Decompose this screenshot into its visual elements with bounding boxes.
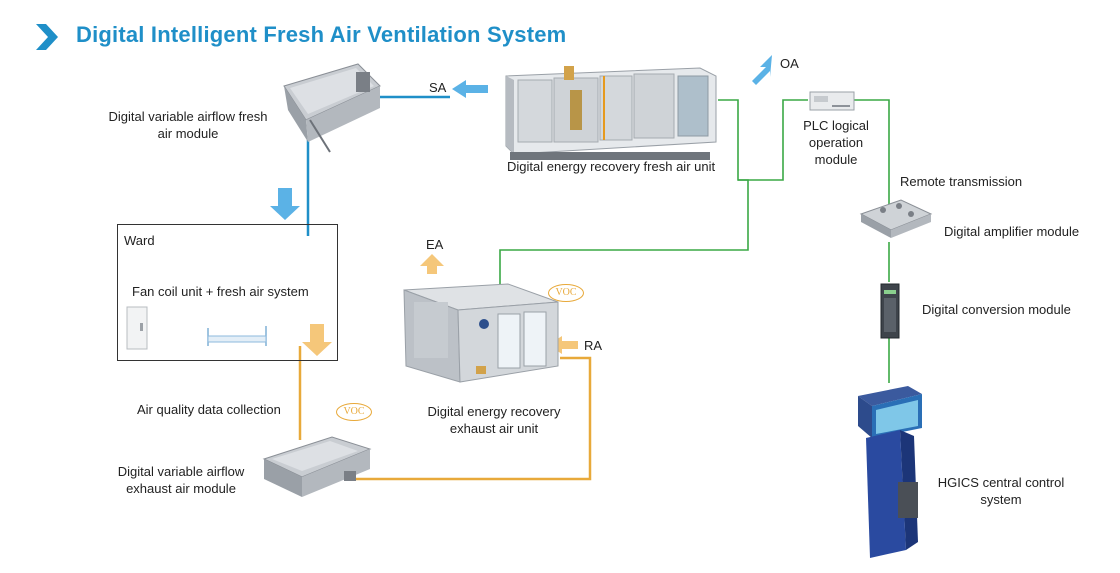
oa-arrow-icon (752, 55, 772, 85)
exhaust-air-unit-image (403, 283, 559, 383)
ward-exhaust-arrow-icon (302, 324, 332, 356)
voc-badge-exhaust-unit: VOC (548, 284, 584, 302)
amplifier-module-label: Digital amplifier module (944, 224, 1080, 239)
chevron-right-icon (36, 24, 58, 50)
plc-line1: PLC logical (803, 118, 869, 133)
signal-line-exhaust (499, 179, 749, 290)
air-quality-label: Air quality data collection (137, 402, 281, 417)
remote-transmission-label: Remote transmission (900, 174, 1023, 189)
exhaust-unit-line2: exhaust air unit (449, 421, 539, 436)
sa-left-arrow-icon (452, 80, 488, 98)
fresh-air-unit-image (505, 66, 717, 160)
ward-box (117, 224, 338, 361)
fresh-air-module-label: Digital variable airflow fresh air modul… (98, 108, 278, 142)
exhaust-module-line1: Digital variable airflow (117, 464, 245, 479)
sa-label: SA (429, 80, 447, 95)
ra-label: RA (584, 338, 603, 353)
exhaust-unit-line1: Digital energy recovery (427, 404, 561, 419)
hgics-line1: HGICS central control (937, 475, 1065, 490)
hgics-kiosk-image (858, 386, 922, 558)
exhaust-air-module-image (262, 436, 372, 497)
hgics-label: HGICS central control system (934, 474, 1068, 508)
ward-label: Ward (124, 233, 155, 248)
plc-line2: operation (808, 135, 864, 150)
page-title: Digital Intelligent Fresh Air Ventilatio… (76, 22, 567, 47)
amplifier-module-image (859, 199, 933, 238)
fresh-air-module-image (283, 63, 381, 153)
fresh-module-line2: air module (157, 126, 219, 141)
bed-icon (207, 326, 267, 346)
conversion-module-image (880, 283, 900, 339)
plc-module-image (809, 91, 855, 111)
exhaust-module-line2: exhaust air module (126, 481, 236, 496)
return-air-line (345, 356, 592, 481)
voc-badge-exhaust-module: VOC (336, 403, 372, 421)
ea-label: EA (426, 237, 444, 252)
signal-line-main (718, 99, 808, 181)
conversion-module-label: Digital conversion module (922, 302, 1071, 317)
exhaust-air-unit-label: Digital energy recovery exhaust air unit (414, 403, 574, 437)
exhaust-air-module-label: Digital variable airflow exhaust air mod… (96, 463, 266, 497)
plc-line3: module (814, 152, 858, 167)
fresh-module-line1: Digital variable airflow fresh (108, 109, 268, 124)
ea-arrow-icon (420, 254, 444, 274)
ward-supply-arrow-icon (270, 188, 300, 220)
fcu-label: Fan coil unit + fresh air system (132, 284, 309, 299)
fresh-air-unit-label: Digital energy recovery fresh air unit (507, 159, 716, 174)
signal-line-remote (853, 99, 890, 212)
hgics-line2: system (980, 492, 1022, 507)
door-icon (126, 306, 148, 350)
plc-module-label: PLC logical operation module (796, 117, 876, 168)
oa-label: OA (780, 56, 799, 71)
